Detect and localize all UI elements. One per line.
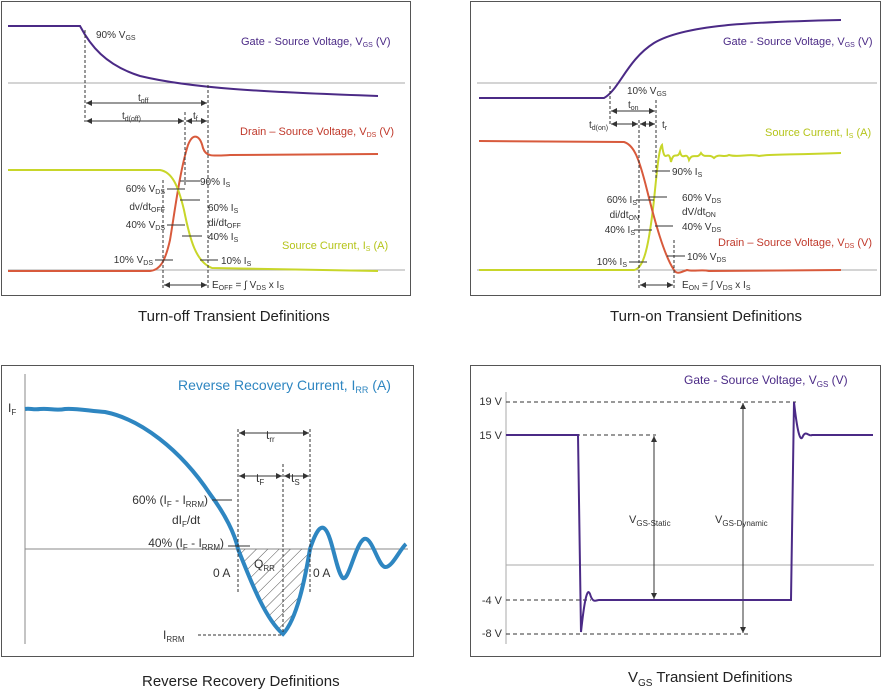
turn-on-ton-label: ton [628,100,639,112]
rr-zero-left-label: 0 A [213,566,230,580]
vgs-caption-v: V [628,669,639,686]
turn-on-frame [470,1,881,296]
turn-on-source-curve [479,142,842,271]
rr-irrm-label: IRRM [163,628,185,644]
turn-off-frame [1,1,411,296]
vgs-dynamic-label: VGS-Dynamic [715,514,768,528]
turn-off-drain-curve [8,135,379,272]
rr-qrr-area [238,549,310,634]
rr-zero-right-label: 0 A [313,566,330,580]
turn-on-10is-label: 10% IS [597,257,628,269]
turn-off-dashes [84,30,218,290]
turn-on-didt-label: di/dtON [610,210,639,222]
reverse-recovery-diagram: Reverse Recovery Current, IRR (A) IF trr… [1,365,414,657]
vgs-transient-diagram: Gate - Source Voltage, VGS (V) 19 V 15 V… [470,365,881,657]
reverse-recovery-caption: Reverse Recovery Definitions [142,673,340,690]
rr-frame [1,365,414,657]
turn-off-60is-label: 60% IS [208,203,239,215]
turn-off-90is-label: 90% IS [200,177,231,189]
rr-dashes [198,429,311,636]
turn-off-60vds-label: 60% VDS [126,184,166,196]
vgs-frame [470,365,881,657]
rr-40-label: 40% (IF - IRRM) [148,536,224,552]
turn-off-energy-label: EOFF = ∫ VDS x IS [212,280,284,292]
turn-on-gate-curve [479,19,842,99]
turn-on-caption: Turn-on Transient Definitions [610,308,803,325]
rr-current-curve [24,406,408,637]
turn-on-drain-label: Drain – Source Voltage, VDS (V) [718,237,872,250]
vgs-static-label: VGS-Static [629,514,671,528]
turn-on-dashes [609,86,685,290]
turn-off-dvdt-label: dv/dtOFF [129,202,165,214]
turn-off-gate-label: Gate - Source Voltage, VGS (V) [241,36,391,49]
vgs-gate-curve [506,401,873,633]
vgs-caption-rest: Transient Definitions [652,669,793,686]
turn-on-drain-curve [478,140,842,274]
turn-off-source-curve [8,169,379,272]
turn-on-energy-label: EON = ∫ VDS x IS [682,280,751,292]
turn-off-didt-label: di/dtOFF [208,218,241,230]
turn-off-diagram: Gate - Source Voltage, VGS (V) Drain – S… [1,1,411,296]
turn-off-source-label: Source Current, IS (A) [282,240,388,253]
rr-qrr-label: QRR [254,557,275,573]
turn-off-marker-90vgs: 90% VGS [96,30,136,42]
turn-off-tf-label: tf [193,111,198,123]
rr-trr-label: trr [266,428,275,444]
turn-on-gate-label: Gate - Source Voltage, VGS (V) [723,36,873,49]
vgs-y-19-label: 19 V [479,396,502,408]
turn-off-40is-label: 40% IS [208,232,239,244]
turn-on-marker-10vgs: 10% VGS [627,86,667,98]
turn-off-caption: Turn-off Transient Definitions [138,308,330,325]
turn-off-40vds-label: 40% VDS [126,220,166,232]
turn-on-tdon-label: td(on) [589,120,608,132]
turn-on-40is-label: 40% IS [605,225,636,237]
turn-on-90is-label: 90% IS [672,167,703,179]
vgs-y-m4-label: -4 V [482,595,503,607]
turn-on-10vds-label: 10% VDS [687,252,727,264]
turn-on-60vds-label: 60% VDS [682,193,722,205]
vgs-arrowheads [651,403,746,633]
vgs-title: Gate - Source Voltage, VGS (V) [684,373,848,389]
rr-ts-label: tS [291,471,300,487]
vgs-caption: VGS Transient Definitions [628,669,793,689]
vgs-y-15-label: 15 V [479,430,502,442]
turn-on-tr-label: tr [662,120,668,132]
turn-on-60is-label: 60% IS [607,195,638,207]
turn-on-40vds-label: 40% VDS [682,222,722,234]
rr-60-label: 60% (IF - IRRM) [132,493,208,509]
rr-didt-label: dIF/dt [172,513,201,529]
turn-on-dvdt-label: dV/dtON [682,207,716,219]
turn-on-diagram: Gate - Source Voltage, VGS (V) Source Cu… [470,1,881,296]
turn-on-source-label: Source Current, IS (A) [765,127,871,140]
rr-title: Reverse Recovery Current, IRR (A) [178,377,391,395]
turn-off-toff-label: toff [138,93,148,105]
turn-on-arrowheads [611,108,673,288]
vgs-caption-sub: GS [638,678,653,689]
turn-off-gate-curve [8,25,379,97]
rr-arrowheads [239,430,309,479]
turn-off-tdoff-label: td(off) [122,111,141,123]
rr-tf-label: tF [256,471,264,487]
turn-off-10vds-label: 10% VDS [114,255,154,267]
rr-if-label: IF [8,401,16,417]
turn-off-10is-label: 10% IS [221,256,252,268]
turn-off-drain-label: Drain – Source Voltage, VDS (V) [240,126,394,139]
turn-off-arrowheads [86,100,207,288]
vgs-y-m8-label: -8 V [482,628,503,640]
